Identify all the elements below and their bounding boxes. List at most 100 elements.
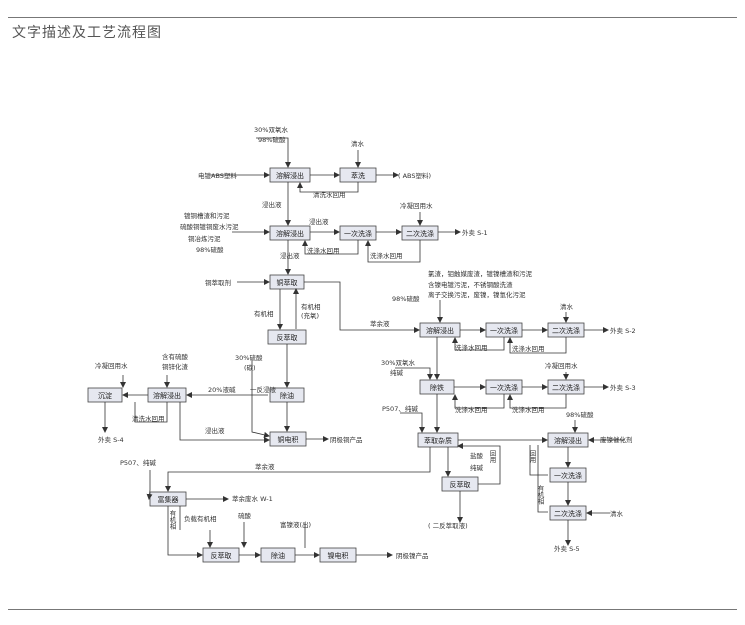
label: 阴极镍产品	[396, 551, 429, 560]
process-box-20: 反萃取	[441, 476, 479, 492]
label: 有机相	[254, 309, 274, 318]
label: 废镍催化剂	[600, 435, 633, 444]
process-box-19: 萃取杂质	[417, 432, 459, 448]
label: 有机相	[168, 509, 176, 531]
process-box-16: 除铁	[419, 379, 455, 395]
label: 硫酸铜镀铜废水污泥	[180, 222, 239, 231]
process-box-9: 铜电积	[269, 431, 307, 447]
label: 浸出液	[280, 251, 300, 260]
label: 浸出液	[205, 426, 225, 435]
box-label: 一次洗涤	[554, 471, 582, 480]
label: 洗涤水回用	[455, 405, 488, 414]
top-rule	[8, 17, 737, 18]
process-box-7: 反萃取	[267, 329, 307, 345]
process-box-14: 一次洗涤	[485, 322, 523, 338]
box-label: 二次洗涤	[554, 509, 582, 518]
label: ( ABS塑料)	[398, 171, 431, 180]
label: 纯碱	[390, 368, 404, 377]
label: 外卖 S-1	[462, 228, 488, 237]
label: 铜萃取剂	[205, 278, 231, 287]
label: 20%液碱	[208, 385, 236, 394]
box-label: 反萃取	[211, 551, 232, 560]
label: 清洗水回用	[132, 414, 165, 423]
label: 铜冶炼污泥	[188, 234, 221, 243]
label: 外卖 S-2	[610, 326, 636, 335]
box-label: 铜电积	[278, 435, 299, 444]
flow-lines	[102, 137, 625, 558]
label: 冷凝回用水	[95, 361, 128, 370]
box-label: 除油	[280, 391, 294, 400]
label: 清水	[560, 302, 574, 311]
label: (充氧)	[301, 311, 319, 320]
process-box-26: 除油	[260, 547, 296, 563]
bottom-rule	[8, 609, 737, 610]
label: 清洗水回用	[313, 190, 346, 199]
label: 氯渣，钼触媒废渣，镀镍槽渣和污泥	[428, 269, 533, 278]
box-label: 二次洗涤	[552, 326, 580, 335]
label: 洗涤水回用	[512, 405, 545, 414]
box-label: 二次洗涤	[552, 383, 580, 392]
label: 外卖 S-5	[554, 544, 580, 553]
label: 清水	[610, 509, 624, 518]
process-box-1: 溶解浸出	[269, 167, 311, 183]
label: 纯碱	[470, 463, 484, 472]
box-label: 富集器	[158, 495, 179, 504]
label: 硫酸	[238, 511, 252, 520]
box-label: 萃取杂质	[424, 436, 452, 445]
label: 冷凝回用水	[400, 201, 433, 210]
label: 萃余液	[370, 319, 390, 328]
label: 洗涤水回用	[370, 251, 403, 260]
label: ( 二反萃取液)	[428, 521, 468, 530]
label: 萃余液	[255, 462, 275, 471]
box-label: 镍电积	[328, 551, 349, 560]
label: 洗涤水回用	[455, 343, 488, 352]
process-box-2: 萃洗	[339, 167, 377, 183]
label: 98%硫酸	[566, 410, 594, 419]
box-label: 铜萃取	[277, 278, 298, 287]
process-box-21: 溶解浸出	[547, 432, 589, 448]
label: 一反浸液	[250, 385, 277, 394]
process-box-27: 镍电积	[319, 547, 357, 563]
label: 洗涤水回用	[512, 344, 545, 353]
label: 有机相	[536, 484, 544, 506]
label: 有机相	[301, 302, 321, 311]
label: 冷凝回用水	[545, 361, 578, 370]
box-label: 一次洗涤	[490, 326, 518, 335]
label: 外卖 S-3	[610, 383, 636, 392]
process-box-15: 二次洗涤	[547, 322, 585, 338]
box-label: 沉淀	[98, 391, 112, 400]
label: 含有硫酸	[162, 352, 189, 361]
process-box-3: 溶解浸出	[269, 225, 311, 241]
box-label: 二次洗涤	[406, 229, 434, 238]
process-box-5: 二次洗涤	[401, 225, 439, 241]
box-label: 一次洗涤	[344, 229, 372, 238]
label: 98%硫酸	[196, 245, 224, 254]
label: 铜锌化渣	[162, 362, 189, 371]
process-box-10: 沉淀	[87, 387, 123, 403]
label: 阴极铜产品	[330, 435, 363, 444]
process-box-24: 富集器	[149, 491, 187, 507]
box-label: 萃洗	[351, 171, 365, 180]
process-box-18: 二次洗涤	[547, 379, 585, 395]
process-box-4: 一次洗涤	[339, 225, 377, 241]
label: 盐酸	[470, 451, 484, 460]
box-label: 溶解浸出	[554, 436, 582, 445]
label: 浸出液	[309, 217, 329, 226]
label: 负载有机相	[184, 514, 217, 523]
label: 30%双氧水	[254, 125, 288, 134]
box-label: 溶解浸出	[276, 229, 304, 238]
process-box-6: 铜萃取	[269, 274, 305, 290]
page-title: 文字描述及工艺流程图	[12, 25, 162, 41]
label: 浸出液	[262, 200, 282, 209]
process-box-17: 一次洗涤	[485, 379, 523, 395]
process-box-11: 溶解浸出	[147, 387, 187, 403]
label: (碳)	[244, 363, 256, 372]
label: 回用	[528, 450, 536, 465]
label: 回用	[488, 450, 496, 465]
label: 萃余废水 W-1	[232, 494, 273, 503]
label: 富镍液(出)	[280, 520, 311, 529]
box-label: 溶解浸出	[276, 171, 304, 180]
process-box-23: 二次洗涤	[549, 505, 587, 521]
labels: 30%双氧水 98%硫酸 电镀ABS塑料 清水 ( ABS塑料) 清洗水回用 浸…	[95, 125, 636, 560]
